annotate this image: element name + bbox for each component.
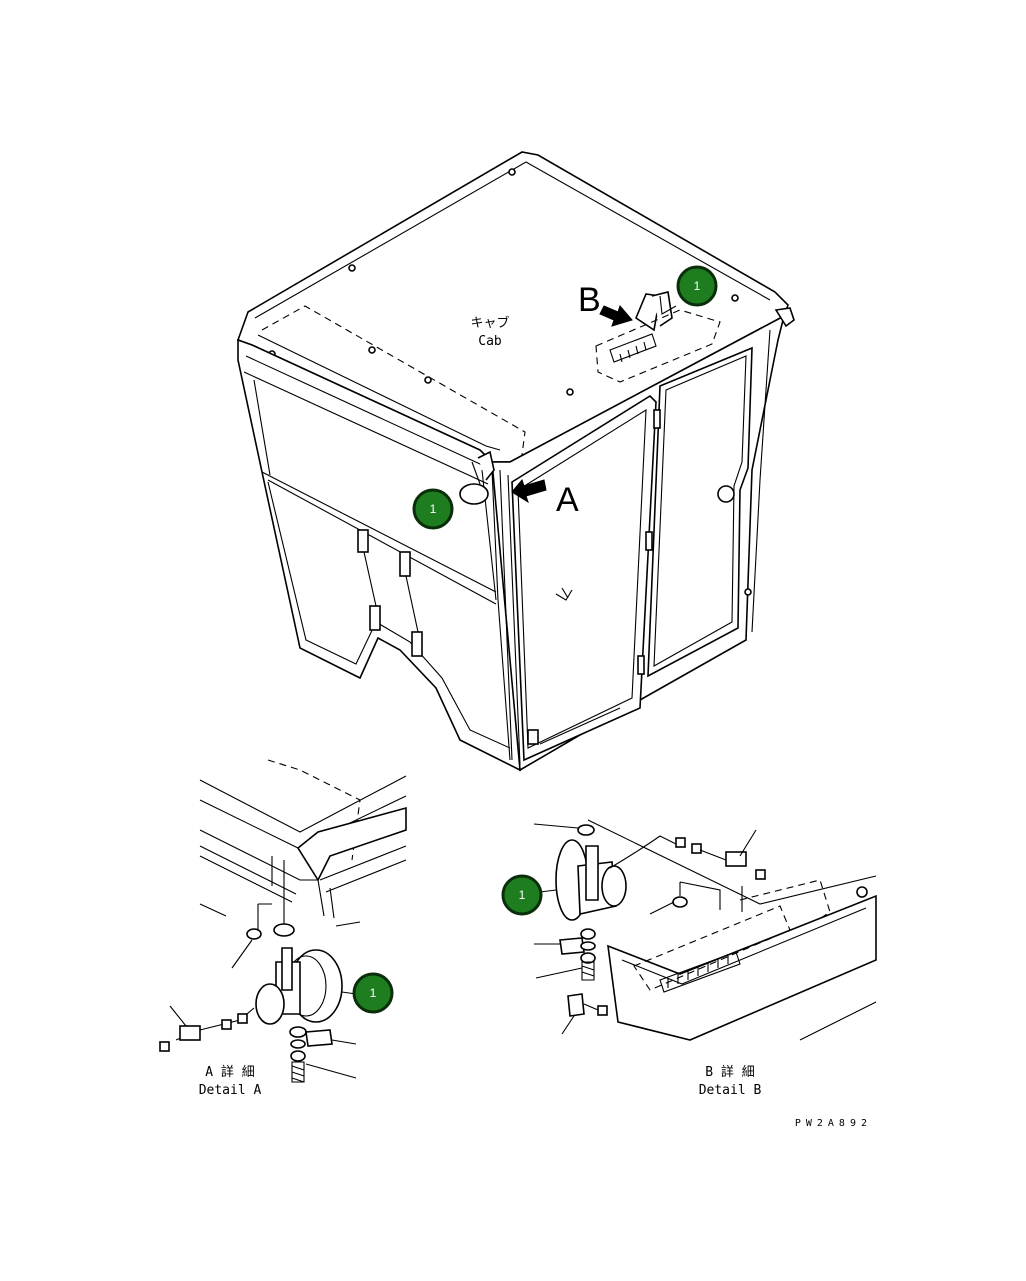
cab-label-jp: キャブ — [470, 315, 509, 331]
roof-inner-panel — [261, 305, 526, 471]
detail-b-label-en: Detail B — [699, 1083, 762, 1098]
door-handle — [555, 587, 573, 601]
callout-bubble[interactable]: 1 — [352, 972, 394, 1014]
view-arrow-b — [599, 305, 633, 327]
detail-b-lamp-bulb — [601, 865, 627, 907]
cab-drawing: キャブ Cab A B — [236, 151, 795, 772]
rear-hinges — [357, 529, 423, 657]
detail-a-connector — [179, 1025, 201, 1041]
callout-number: 1 — [370, 986, 377, 1000]
cab-door — [511, 394, 657, 762]
view-arrow-a — [511, 478, 547, 504]
corner-bracket — [774, 307, 795, 328]
detail-b-switch — [567, 993, 585, 1017]
detail-a-lamp-bulb — [255, 983, 285, 1025]
callout-bubble[interactable]: 1 — [412, 488, 454, 530]
lamp-b-on-roof — [595, 291, 721, 383]
callout-bubble[interactable]: 1 — [501, 874, 543, 916]
lamp-a-on-cab — [459, 450, 495, 505]
detail-a-drawing: A 詳 細 Detail A — [159, 759, 407, 1098]
detail-a-label-jp: A 詳 細 — [205, 1064, 254, 1080]
detail-a-nut — [246, 928, 262, 940]
callout-number: 1 — [519, 888, 526, 902]
cab-left-wall — [237, 338, 521, 772]
detail-b-drawing: B 詳 細 Detail B — [533, 819, 877, 1098]
detail-a-washer-top — [273, 923, 295, 937]
detail-b-lens-slots — [659, 951, 741, 993]
drawing-code: PW2A892 — [795, 1118, 872, 1129]
view-label-b: B — [578, 281, 601, 319]
detail-b-connector — [725, 851, 747, 867]
callout-bubble[interactable]: 1 — [676, 265, 718, 307]
callout-number: 1 — [694, 279, 701, 293]
view-label-a: A — [556, 481, 579, 519]
detail-a-label-en: Detail A — [199, 1083, 262, 1098]
cab-label-en: Cab — [478, 334, 502, 349]
right-side-window — [647, 346, 753, 678]
detail-b-spacer — [559, 937, 585, 955]
detail-a-spacer — [305, 1029, 333, 1047]
window-round-vent — [717, 485, 735, 503]
callout-number: 1 — [430, 502, 437, 516]
detail-b-label-jp: B 詳 細 — [705, 1064, 754, 1080]
door-latch — [527, 729, 539, 745]
